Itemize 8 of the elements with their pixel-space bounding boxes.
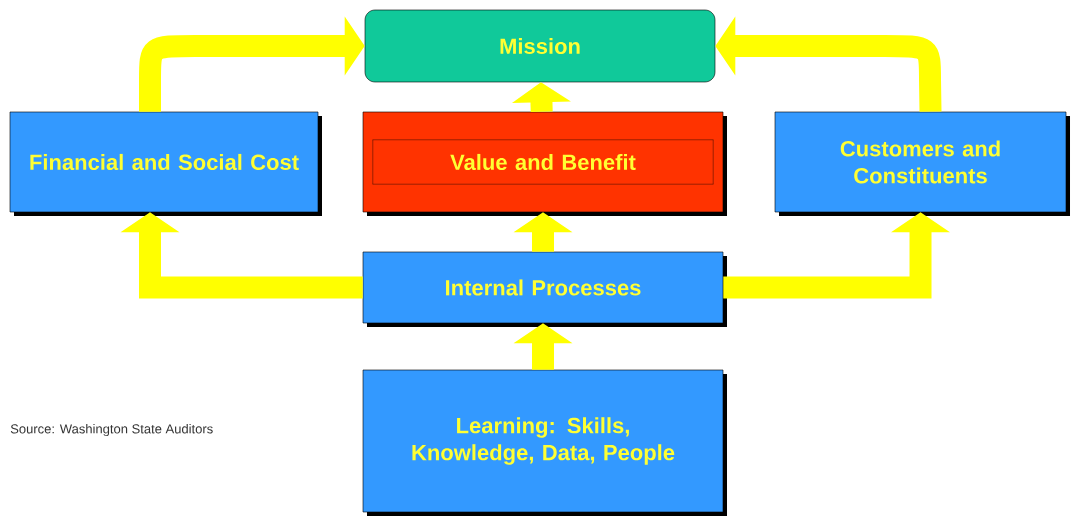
goal-box: Mission [364, 9, 716, 83]
process-box: Financial and Social Cost [9, 111, 322, 216]
process-box: Internal Processes [362, 251, 727, 327]
block-arrow [120, 212, 363, 299]
value-box: Value and Benefit [362, 111, 727, 216]
process-box: Learning: Skills, Knowledge, Data, People [362, 369, 727, 516]
source-note: Source: Washington State Auditors [10, 423, 213, 437]
process-box: Customers and Constituents [774, 111, 1070, 216]
